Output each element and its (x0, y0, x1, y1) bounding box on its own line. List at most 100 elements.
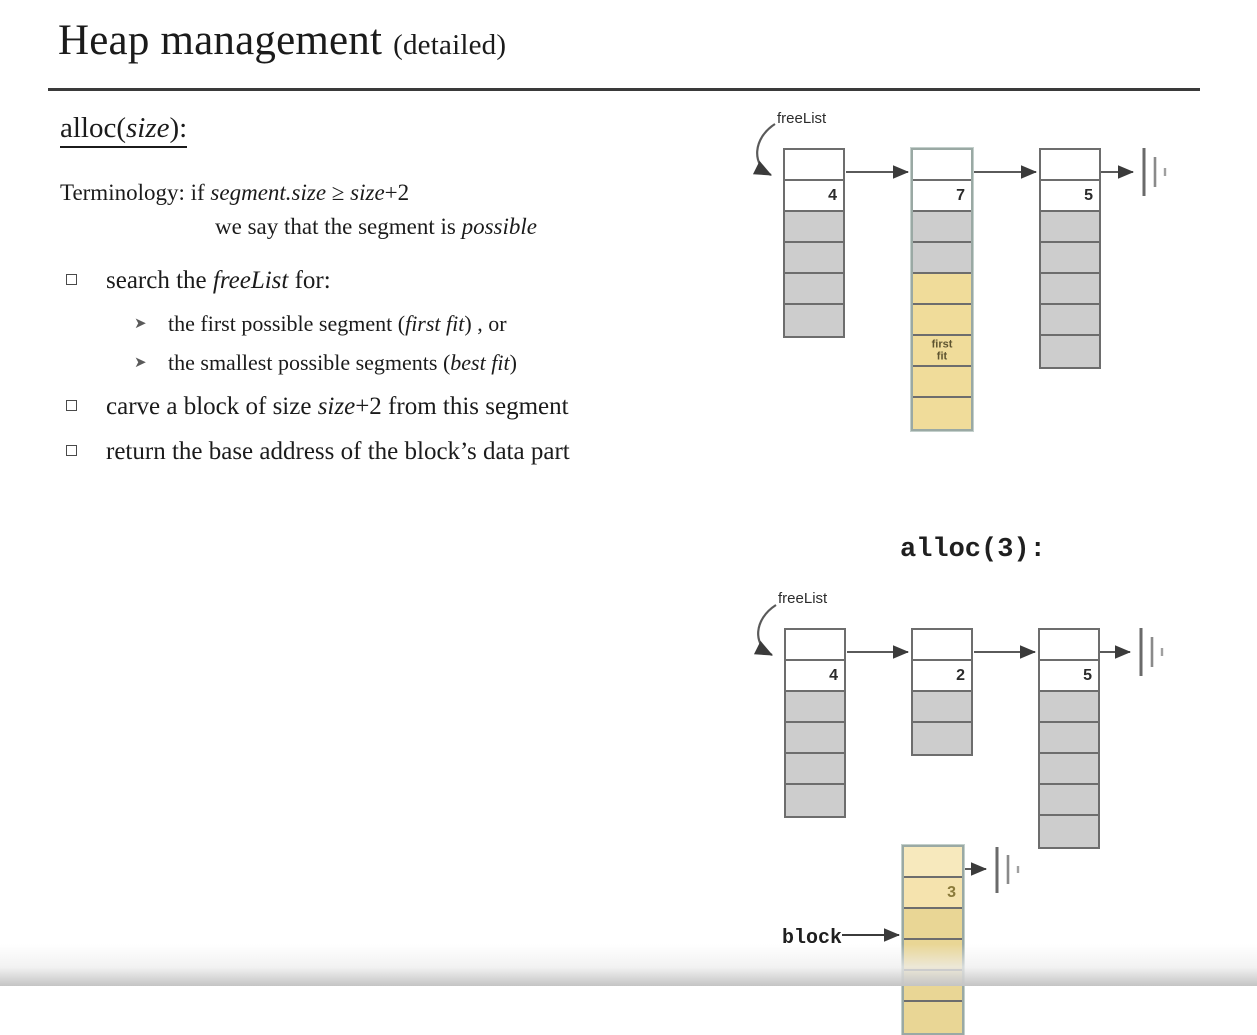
sub-bullet-arrow-icon: ➤ (134, 315, 147, 332)
bullet-search-freelist-em: freeList (212, 267, 289, 295)
block-data-cell (904, 909, 962, 940)
terminology-line2-prefix: we say that the segment is (215, 213, 462, 239)
node-size-value: 7 (956, 186, 965, 204)
node-size-cell: 7 (913, 181, 971, 212)
bullet-return-text: return the base address of the block’s d… (106, 438, 570, 466)
bullet-search-post: for: (288, 267, 331, 295)
node-size-cell: 5 (1041, 181, 1099, 212)
alloc-heading: alloc(size): (60, 112, 188, 149)
page-title: Heap management (detailed) (58, 16, 506, 65)
sub-bullet-best-fit: ➤ the smallest possible segments (best f… (106, 349, 720, 378)
node-data-cell (1041, 305, 1099, 336)
node-data-cell (1041, 274, 1099, 305)
terminology-operator: ≥ (326, 180, 351, 206)
search-strategy-list: ➤ the first possible segment (first fit)… (106, 310, 720, 378)
node-size-cell: 4 (785, 181, 843, 212)
freelist-label-top: freeList (777, 110, 827, 127)
title-divider (48, 88, 1200, 91)
terminology-line-1: Terminology: if segment.size ≥ size+2 (60, 176, 720, 209)
sub-bullet-best-fit-em: best fit (450, 350, 510, 376)
alloc-heading-post: ): (169, 112, 188, 144)
bullet-carve-post: +2 from this segment (355, 392, 569, 420)
sub-bullet-best-fit-post: ) (509, 350, 517, 376)
freelist-pointer-arrow (753, 604, 777, 656)
node-data-cell (913, 243, 971, 274)
null-terminator-icon (995, 847, 1020, 893)
terminology-block: Terminology: if segment.size ≥ size+2 we… (60, 176, 720, 243)
node-data-cell (913, 692, 971, 723)
freelist-node-1: 4 (783, 148, 845, 338)
block-data-cell (904, 971, 962, 1002)
block-next-cell (904, 847, 962, 878)
sub-bullet-first-fit-post: ) , or (464, 310, 507, 336)
bullet-marker-icon (66, 399, 77, 411)
node-data-cell-highlighted (913, 305, 971, 336)
alloc-heading-arg: size (126, 112, 170, 144)
node-data-cell (913, 212, 971, 243)
node-data-cell (913, 723, 971, 754)
bullet-carve-block: carve a block of size size+2 from this s… (60, 391, 720, 424)
node-size-value: 5 (1084, 186, 1093, 204)
block-data-cell (904, 1002, 962, 1033)
terminology-size-var: size (350, 180, 385, 206)
node-next-cell (913, 150, 971, 181)
node-next-cell (785, 150, 843, 181)
bullet-return-address: return the base address of the block’s d… (60, 436, 720, 469)
player-bottom-gradient (0, 944, 1257, 986)
node-data-cell (1040, 785, 1098, 816)
node-size-cell: 5 (1040, 661, 1098, 692)
page-title-main: Heap management (58, 17, 383, 64)
node-size-value: 4 (828, 186, 837, 204)
bullet-search-pre: search the (106, 267, 213, 295)
freelist-node-3: 5 (1039, 148, 1101, 369)
node-data-cell (1040, 692, 1098, 723)
bullet-search-freelist: search the freeList for: ➤ the first pos… (60, 265, 720, 378)
freelist-label-bottom: freeList (778, 590, 828, 607)
node-data-cell (1041, 212, 1099, 243)
sub-bullet-first-fit-em: first fit (405, 310, 465, 336)
sub-bullet-best-fit-pre: the smallest possible segments ( (168, 350, 451, 376)
node-data-cell-highlighted (913, 367, 971, 398)
node-data-cell (786, 754, 844, 785)
sub-bullet-first-fit: ➤ the first possible segment (first fit)… (106, 310, 720, 339)
freelist-node-3: 5 (1038, 628, 1100, 849)
node-data-cell (785, 212, 843, 243)
freelist-node-1: 4 (784, 628, 846, 818)
node-data-cell (785, 243, 843, 274)
carved-block: 3 (902, 845, 964, 1035)
node-data-cell (1040, 754, 1098, 785)
node-data-cell (785, 274, 843, 305)
terminology-plus-two: +2 (384, 180, 410, 206)
bullet-marker-icon (66, 445, 77, 457)
node-size-value: 4 (829, 666, 838, 684)
node-size-cell: 4 (786, 661, 844, 692)
alloc-heading-pre: alloc( (60, 112, 127, 144)
carved-block-label: block (782, 927, 843, 950)
node-data-cell-highlighted (913, 274, 971, 305)
node-next-cell (786, 630, 844, 661)
terminology-possible: possible (461, 213, 537, 239)
node-data-cell-highlighted (913, 398, 971, 429)
page-title-sub: (detailed) (393, 29, 507, 61)
sub-bullet-arrow-icon: ➤ (134, 355, 147, 372)
alloc3-title: alloc(3): (900, 535, 1046, 565)
freelist-node-2: 2 (911, 628, 973, 756)
node-data-cell (786, 723, 844, 754)
node-data-cell (1040, 723, 1098, 754)
null-terminator-icon (1139, 628, 1164, 676)
node-next-cell (913, 630, 971, 661)
bullet-carve-pre: carve a block of size (106, 392, 318, 420)
freelist-pointer-arrow (752, 123, 776, 176)
bullet-carve-size-em: size (317, 392, 356, 420)
node-data-cell (786, 692, 844, 723)
null-terminator-icon (1142, 148, 1167, 196)
node-size-cell: 2 (913, 661, 971, 692)
node-data-cell (1041, 336, 1099, 367)
block-data-cell (904, 940, 962, 971)
bullet-marker-icon (66, 274, 77, 286)
node-data-cell (786, 785, 844, 816)
block-size-cell: 3 (904, 878, 962, 909)
